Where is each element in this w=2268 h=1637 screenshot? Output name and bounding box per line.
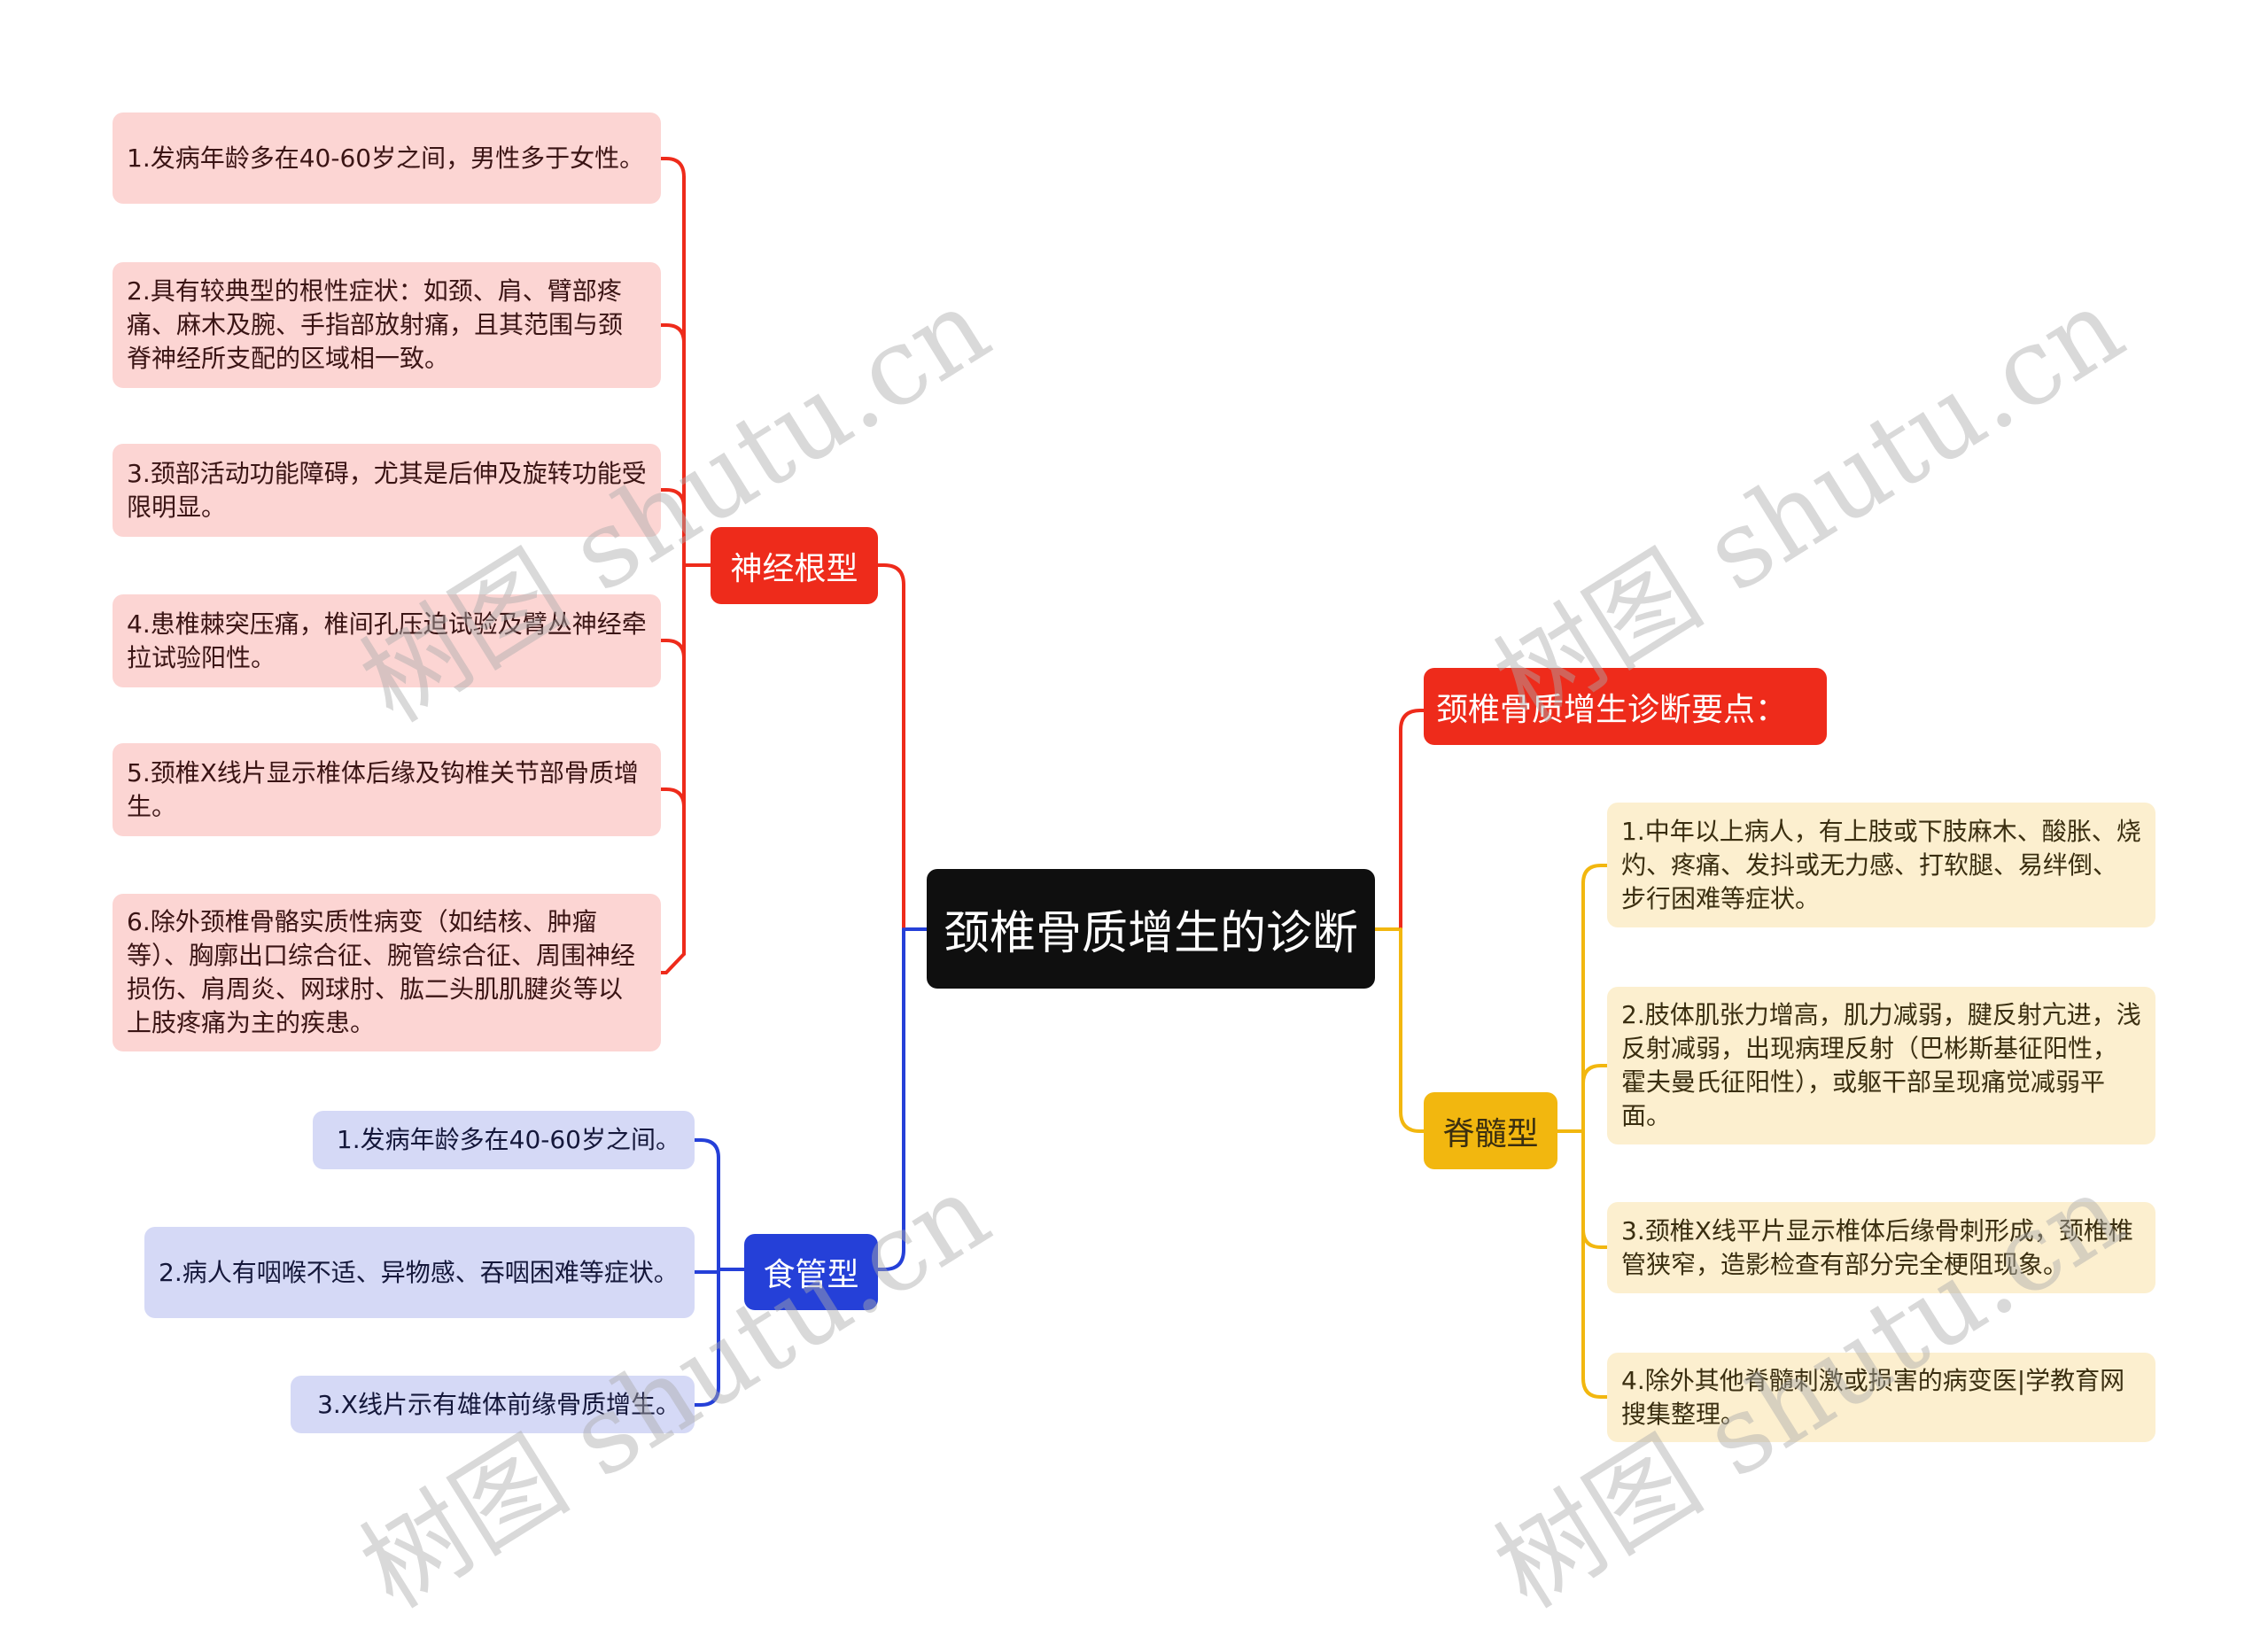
branch-key-points-label: 颈椎骨质增生诊断要点：	[1436, 691, 1788, 728]
nerve-root-item-2[interactable]: 2.具有较典型的根性症状：如颈、肩、臂部疼痛、麻木及腕、手指部放射痛，且其范围与…	[113, 262, 661, 388]
root-node[interactable]: 颈椎骨质增生的诊断	[927, 869, 1375, 989]
connector-lines	[659, 157, 1609, 1407]
spinal-cord-item-1-text: 1.中年以上病人，有上肢或下肢麻木、酸胀、烧灼、疼痛、发抖或无力感、打软腿、易绊…	[1621, 816, 2141, 913]
branch-esophageal[interactable]: 食管型	[744, 1234, 878, 1310]
branch-nerve-root-label: 神经根型	[730, 550, 858, 587]
nerve-root-item-1[interactable]: 1.发病年龄多在40-60岁之间，男性多于女性。	[113, 112, 661, 204]
branch-esophageal-label: 食管型	[763, 1257, 859, 1293]
nerve-root-item-3[interactable]: 3.颈部活动功能障碍，尤其是后伸及旋转功能受限明显。	[113, 444, 661, 537]
root-label: 颈椎骨质增生的诊断	[943, 907, 1358, 960]
branch-nerve-root[interactable]: 神经根型	[711, 527, 878, 604]
esophageal-item-2-text: 2.病人有咽喉不适、异物感、吞咽困难等症状。	[159, 1257, 679, 1287]
nerve-root-item-4-text: 4.患椎棘突压痛，椎间孔压迫试验及臂丛神经牵拉试验阳性。	[127, 609, 647, 672]
branch-key-points[interactable]: 颈椎骨质增生诊断要点：	[1424, 668, 1827, 745]
spinal-cord-item-3[interactable]: 3.颈椎X线平片显示椎体后缘骨刺形成，颈椎椎管狭窄，造影检查有部分完全梗阻现象。	[1607, 1202, 2155, 1293]
branch-spinal-cord-label: 脊髓型	[1442, 1115, 1539, 1152]
spinal-cord-item-2[interactable]: 2.肢体肌张力增高，肌力减弱，腱反射亢进，浅反射减弱，出现病理反射（巴彬斯基征阳…	[1607, 987, 2155, 1144]
nerve-root-item-1-text: 1.发病年龄多在40-60岁之间，男性多于女性。	[127, 143, 645, 173]
esophageal-item-1[interactable]: 1.发病年龄多在40-60岁之间。	[313, 1111, 695, 1169]
nerve-root-item-3-text: 3.颈部活动功能障碍，尤其是后伸及旋转功能受限明显。	[127, 458, 647, 522]
spinal-cord-item-4-text: 4.除外其他脊髓刺激或损害的病变医|学教育网搜集整理。	[1621, 1365, 2125, 1429]
spinal-cord-item-1[interactable]: 1.中年以上病人，有上肢或下肢麻木、酸胀、烧灼、疼痛、发抖或无力感、打软腿、易绊…	[1607, 803, 2155, 927]
nerve-root-item-2-text: 2.具有较典型的根性症状：如颈、肩、臂部疼痛、麻木及腕、手指部放射痛，且其范围与…	[127, 276, 624, 373]
spinal-cord-item-4[interactable]: 4.除外其他脊髓刺激或损害的病变医|学教育网搜集整理。	[1607, 1353, 2155, 1442]
esophageal-item-1-text: 1.发病年龄多在40-60岁之间。	[336, 1125, 680, 1154]
nerve-root-item-5-text: 5.颈椎X线片显示椎体后缘及钩椎关节部骨质增生。	[127, 757, 639, 821]
nerve-root-item-6[interactable]: 6.除外颈椎骨骼实质性病变（如结核、肿瘤等）、胸廓出口综合征、腕管综合征、周围神…	[113, 894, 661, 1051]
nerve-root-item-4[interactable]: 4.患椎棘突压痛，椎间孔压迫试验及臂丛神经牵拉试验阳性。	[113, 594, 661, 687]
nerve-root-item-6-text: 6.除外颈椎骨骼实质性病变（如结核、肿瘤等）、胸廓出口综合征、腕管综合征、周围神…	[127, 907, 636, 1037]
spinal-cord-item-3-text: 3.颈椎X线平片显示椎体后缘骨刺形成，颈椎椎管狭窄，造影检查有部分完全梗阻现象。	[1621, 1215, 2133, 1279]
esophageal-item-3-text: 3.X线片示有雄体前缘骨质增生。	[317, 1389, 680, 1419]
spinal-cord-item-2-text: 2.肢体肌张力增高，肌力减弱，腱反射亢进，浅反射减弱，出现病理反射（巴彬斯基征阳…	[1621, 1000, 2141, 1130]
nerve-root-item-5[interactable]: 5.颈椎X线片显示椎体后缘及钩椎关节部骨质增生。	[113, 743, 661, 836]
esophageal-item-2[interactable]: 2.病人有咽喉不适、异物感、吞咽困难等症状。	[144, 1227, 695, 1318]
esophageal-item-3[interactable]: 3.X线片示有雄体前缘骨质增生。	[291, 1376, 695, 1433]
branch-spinal-cord[interactable]: 脊髓型	[1424, 1092, 1557, 1169]
